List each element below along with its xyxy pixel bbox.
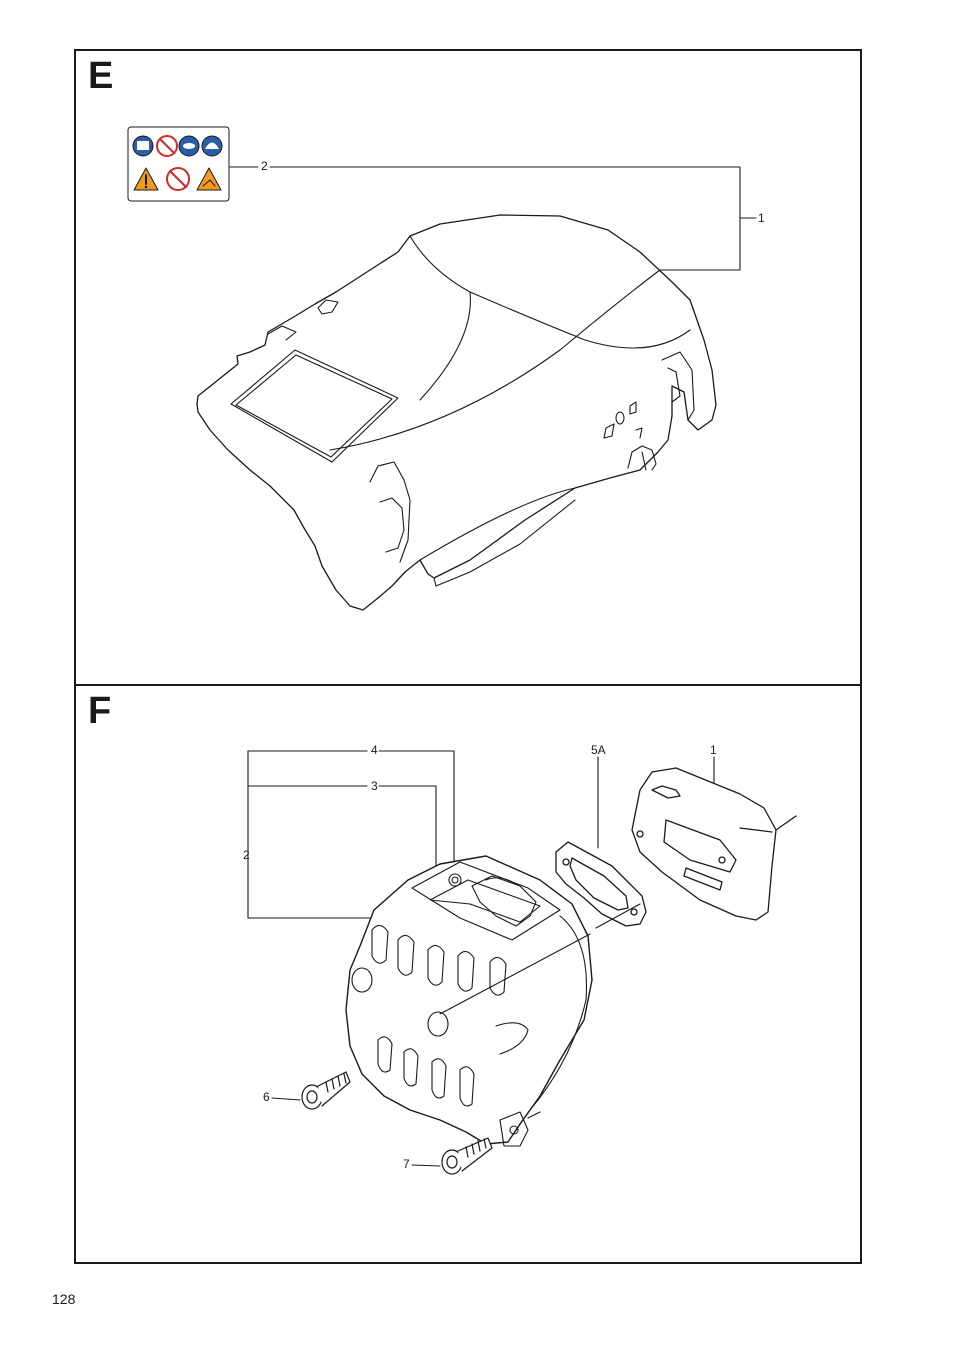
read-manual-icon — [133, 136, 153, 156]
heat-shield — [632, 768, 796, 920]
helmet-icon — [202, 136, 222, 156]
warning-decal — [128, 127, 229, 201]
muffler — [346, 856, 592, 1144]
eye-ear-protection-icon — [179, 136, 199, 156]
no-one-hand-icon — [157, 136, 177, 156]
screw-7 — [442, 1138, 492, 1174]
screw-6 — [302, 1072, 350, 1109]
no-cutting-tip-icon — [167, 168, 189, 190]
page-number: 128 — [52, 1291, 75, 1307]
